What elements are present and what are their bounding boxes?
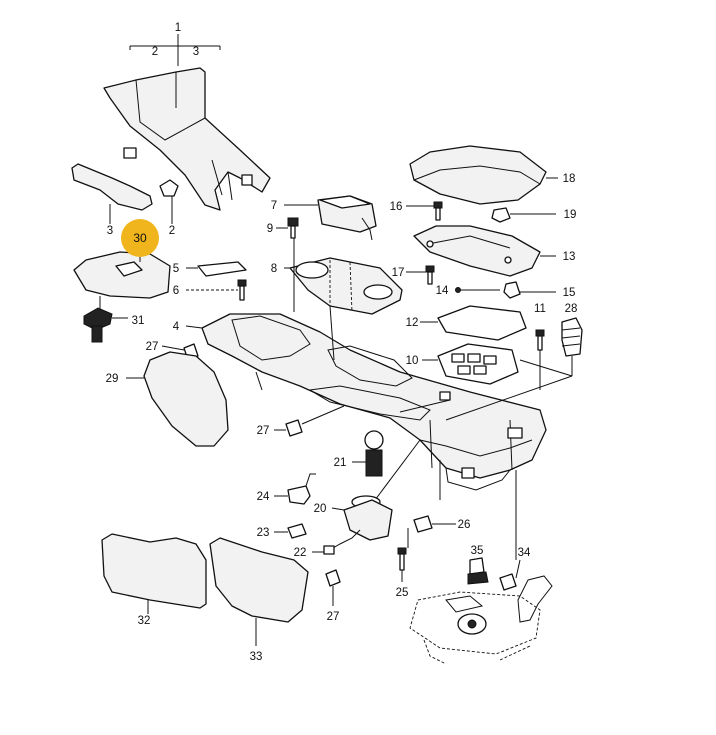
part-21-ignition-lock: [352, 430, 384, 477]
highlight-circle: [121, 219, 159, 257]
callout-18: 18: [563, 173, 576, 185]
part-3-trim-strip: [71, 163, 153, 224]
callout-13: 13: [563, 251, 576, 263]
part-29-side-panel: [126, 351, 229, 447]
part-12-pad: [420, 305, 527, 341]
part-27-clip-middle: [274, 405, 345, 437]
callout-7: 7: [271, 200, 277, 212]
callout-32: 32: [138, 615, 151, 627]
callout-labels: 1 2 3 3 2 31 5 6 4 7 9 8 27 29 27 18 16 …: [106, 22, 578, 663]
callout-30: 30: [133, 231, 147, 245]
callout-3-header: 3: [193, 46, 199, 58]
lower-right-mechanism: [409, 575, 553, 665]
callout-2: 2: [169, 225, 175, 237]
callout-14: 14: [436, 285, 449, 297]
part-8-cupholder: [284, 257, 403, 315]
part-20-shifter-bracket: [331, 495, 393, 541]
part-10-grid-tray: [422, 343, 519, 385]
callout-1: 1: [175, 22, 181, 34]
callout-22: 22: [294, 547, 307, 559]
part-16-screw: [406, 201, 443, 221]
part-19-clip: [491, 207, 556, 223]
callout-27-lower: 27: [327, 611, 340, 623]
part-28-bellows: [561, 317, 583, 357]
callout-35: 35: [471, 545, 484, 557]
part-17-screw: [406, 265, 435, 285]
callout-4: 4: [173, 321, 180, 333]
part-34-clip: [499, 559, 521, 591]
part-24-bracket: [274, 473, 316, 505]
callout-21: 21: [334, 457, 347, 469]
part-27-clip-lower: [325, 569, 341, 606]
callout-8: 8: [271, 263, 277, 275]
part-31-knob: [83, 296, 128, 343]
part-5-plate: [186, 261, 247, 277]
callout-17: 17: [392, 267, 405, 279]
callout-15: 15: [563, 287, 576, 299]
callout-6: 6: [173, 285, 179, 297]
highlight-marker-30: 30: [121, 219, 159, 257]
callout-20: 20: [314, 503, 327, 515]
callout-24: 24: [257, 491, 270, 503]
part-14-pin: [455, 287, 500, 293]
part-1-bracket: [129, 34, 221, 66]
part-30-cover: [73, 250, 171, 299]
callout-5: 5: [173, 263, 179, 275]
part-4-center-console: [185, 313, 547, 491]
callout-27-middle: 27: [257, 425, 270, 437]
callout-10: 10: [406, 355, 419, 367]
callout-2-header: 2: [152, 46, 158, 58]
part-6-screw: [186, 279, 247, 301]
callout-26: 26: [458, 519, 471, 531]
callout-25: 25: [396, 587, 409, 599]
part-23-clip: [274, 523, 307, 539]
callout-9: 9: [267, 223, 273, 235]
callout-27-upper: 27: [146, 341, 159, 353]
callout-16: 16: [390, 201, 403, 213]
part-9-screw: [276, 217, 299, 239]
part-33-lower-panel: [209, 537, 309, 646]
callout-29: 29: [106, 373, 119, 385]
callout-19: 19: [564, 209, 577, 221]
callout-31: 31: [132, 315, 145, 327]
callout-34: 34: [518, 547, 531, 559]
part-35-push-button: [467, 557, 489, 585]
part-11-screw: [535, 329, 545, 351]
callout-33: 33: [250, 651, 263, 663]
callout-28: 28: [565, 303, 578, 315]
part-7-box: [284, 195, 377, 241]
part-26-clip: [413, 515, 456, 533]
callout-12: 12: [406, 317, 419, 329]
part-15-clip: [503, 281, 556, 299]
part-2-clip: [159, 179, 179, 224]
leader-lines: [293, 238, 573, 560]
part-18-armrest-lid: [409, 145, 558, 205]
callout-3: 3: [107, 225, 113, 237]
part-22-spring: [312, 529, 361, 555]
part-32-lower-panel: [101, 533, 207, 614]
callout-11: 11: [534, 303, 546, 315]
callout-23: 23: [257, 527, 270, 539]
part-1-front-trim: [103, 67, 271, 211]
part-25-screw: [397, 547, 407, 582]
part-13-armrest-base: [413, 225, 556, 277]
